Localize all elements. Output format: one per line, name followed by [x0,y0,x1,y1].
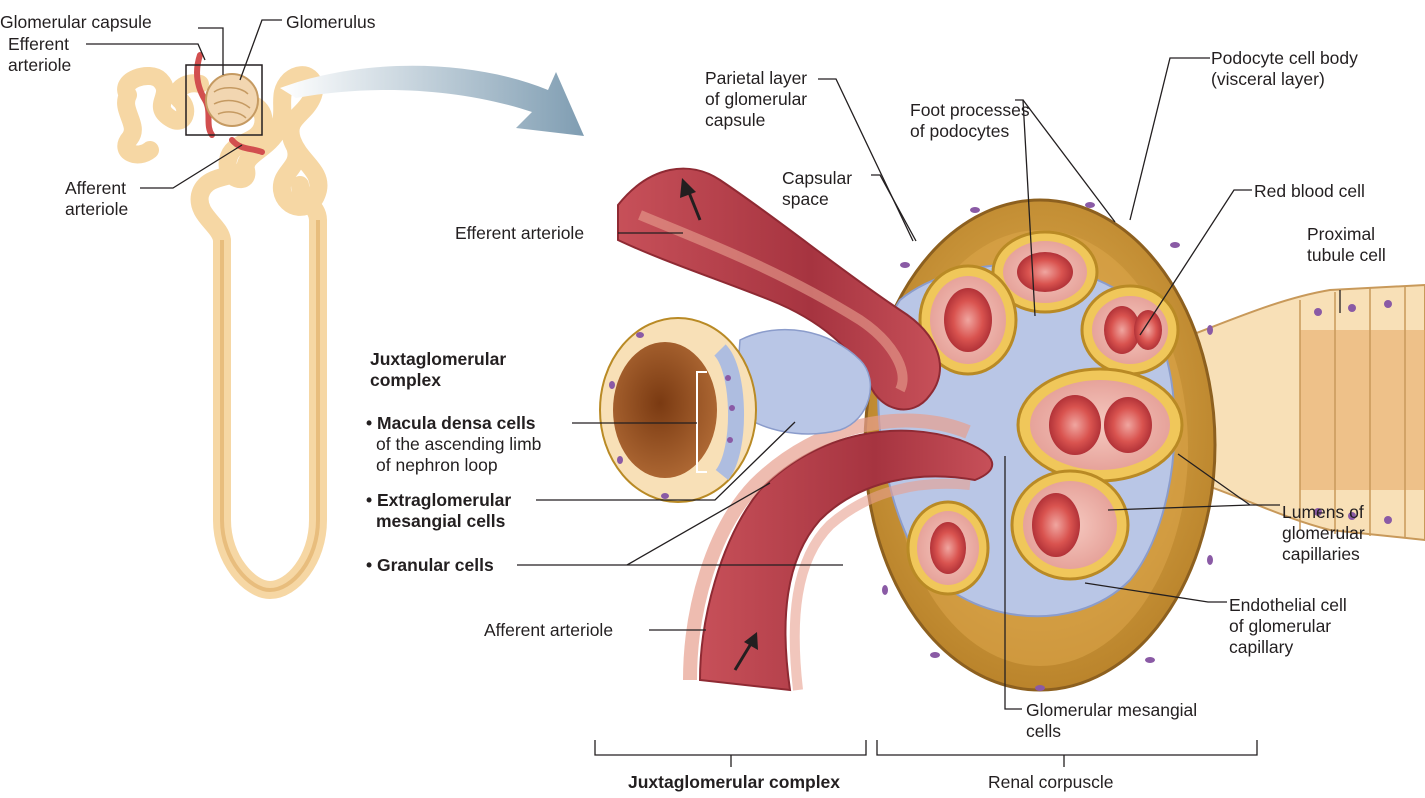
label-line: • Macula densa cells [366,413,541,434]
label-line: capsule [705,110,807,131]
distal-tubule [600,318,756,502]
label-efferent-arteriole-small: Efferent arteriole [8,34,71,76]
label-parietal-layer: Parietal layer of glomerular capsule [705,68,807,131]
label-lumens: Lumens of glomerular capillaries [1282,502,1365,565]
label-line: of the ascending limb [366,434,541,455]
label-line: of podocytes [910,121,1030,142]
label-podocyte-cell-body: Podocyte cell body (visceral layer) [1211,48,1358,90]
label-proximal-tubule-cell: Proximal tubule cell [1307,224,1386,266]
label-line: Efferent [8,34,71,55]
label-line: Capsular [782,168,852,189]
label-line: capillaries [1282,544,1365,565]
label-red-blood-cell: Red blood cell [1254,181,1365,202]
label-afferent-arteriole-small: Afferent arteriole [65,178,128,220]
label-line: Proximal [1307,224,1386,245]
label-granular-cells: • Granular cells [366,555,494,576]
label-glomerular-mesangial: Glomerular mesangial cells [1026,700,1197,742]
label-line: tubule cell [1307,245,1386,266]
label-line: Lumens of [1282,502,1365,523]
label-line: Glomerular mesangial [1026,700,1197,721]
label-line: Foot processes [910,100,1030,121]
label-line: Podocyte cell body [1211,48,1358,69]
label-line: capillary [1229,637,1347,658]
label-line: arteriole [8,55,71,76]
label-efferent-arteriole: Efferent arteriole [455,223,584,244]
label-line: Parietal layer [705,68,807,89]
label-capsular-space: Capsular space [782,168,852,210]
label-macula-densa: • Macula densa cells of the ascending li… [366,413,541,476]
label-line: Endothelial cell [1229,595,1347,616]
label-line: Juxtaglomerular [370,349,506,370]
label-line: • Extraglomerular [366,490,511,511]
label-line: glomerular [1282,523,1365,544]
label-line: of nephron loop [366,455,541,476]
label-afferent-arteriole: Afferent arteriole [484,620,613,641]
label-line: cells [1026,721,1197,742]
nephron-overview [126,55,318,590]
label-line: space [782,189,852,210]
label-extraglomerular: • Extraglomerular mesangial cells [366,490,511,532]
label-line: arteriole [65,199,128,220]
label-jg-complex-bracket: Juxtaglomerular complex [628,772,840,793]
label-renal-corpuscle-bracket: Renal corpuscle [988,772,1113,793]
label-glomerular-capsule: Glomerular capsule [0,12,152,33]
label-line: complex [370,370,506,391]
nephron-tubule-shade [222,220,318,590]
label-line: Afferent [65,178,128,199]
label-line: of glomerular [705,89,807,110]
label-line: mesangial cells [366,511,511,532]
label-foot-processes: Foot processes of podocytes [910,100,1030,142]
zoom-arrow [280,66,584,136]
label-endothelial-cell: Endothelial cell of glomerular capillary [1229,595,1347,658]
label-line: of glomerular [1229,616,1347,637]
label-jg-complex-heading: Juxtaglomerular complex [370,349,506,391]
label-line: (visceral layer) [1211,69,1358,90]
label-glomerulus: Glomerulus [286,12,375,33]
